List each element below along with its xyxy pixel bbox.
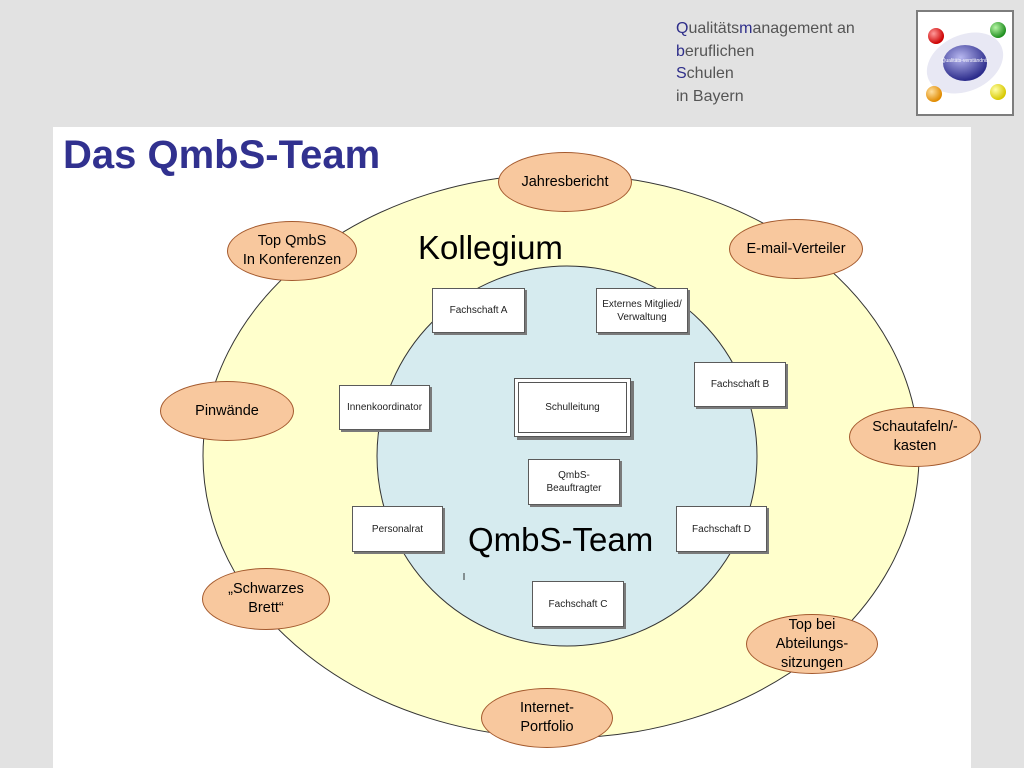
header-text: Qualitätsmanagement an beruflichen Schul… — [676, 18, 855, 108]
page-title: Das QmbS-Team — [63, 133, 381, 177]
box-schulleitung-label: Schulleitung — [545, 402, 600, 413]
oval-top-konferenzen-label: Top QmbS In Konferenzen — [242, 233, 342, 268]
header-line-3: Schulen — [676, 65, 734, 82]
oval-pinwaende: Pinwände — [160, 381, 294, 441]
oval-email-verteiler-label: E-mail-Verteiler — [746, 240, 846, 257]
oval-top-abteilung: Top bei Abteilungs- sitzungen — [746, 614, 878, 674]
qmbs-team-circle — [376, 265, 758, 647]
oval-pinwaende-label: Pinwände — [195, 402, 259, 419]
oval-schwarzes-brett-label: „Schwarzes Brett“ — [228, 581, 304, 616]
box-fachschaft-c: Fachschaft C — [532, 581, 624, 627]
box-qmbs-beauftragter-label: QmbS- Beauftragter — [546, 470, 602, 494]
oval-schwarzes-brett: „Schwarzes Brett“ — [202, 568, 330, 630]
box-innenkoordinator: Innenkoordinator — [339, 385, 430, 430]
oval-schautafeln: Schautafeln/- kasten — [849, 407, 981, 467]
box-qmbs-beauftragter: QmbS- Beauftragter — [528, 459, 620, 505]
qmbs-logo: Qualitäts-verständnis — [916, 10, 1014, 116]
oval-jahresbericht-label: Jahresbericht — [521, 173, 609, 190]
box-fachschaft-d-label: Fachschaft D — [692, 523, 751, 535]
box-fachschaft-d: Fachschaft D — [676, 506, 767, 552]
box-externes-mitglied: Externes Mitglied/ Verwaltung — [596, 288, 688, 333]
oval-email-verteiler: E-mail-Verteiler — [729, 219, 863, 279]
qmbs-team-label: QmbS-Team — [468, 521, 654, 558]
oval-jahresbericht: Jahresbericht — [498, 152, 632, 212]
box-externes-mitglied-label: Externes Mitglied/ Verwaltung — [602, 298, 682, 323]
logo-graphic: Qualitäts-verständnis — [926, 22, 1006, 102]
header-line-4: in Bayern — [676, 87, 744, 105]
box-personalrat: Personalrat — [352, 506, 443, 552]
box-innenkoordinator-label: Innenkoordinator — [346, 402, 423, 413]
box-schulleitung: Schulleitung — [514, 378, 631, 437]
logo-center-text: Qualitäts-verständnis — [942, 58, 989, 64]
logo-center-sphere — [943, 45, 987, 81]
oval-internet-portfolio: Internet- Portfolio — [481, 688, 613, 748]
oval-top-abteilung-label: Top bei Abteilungs- sitzungen — [775, 616, 849, 671]
header-line-1: Qualitätsmanagement an — [676, 20, 855, 37]
box-fachschaft-b-label: Fachschaft B — [710, 379, 770, 390]
box-fachschaft-a: Fachschaft A — [432, 288, 525, 333]
box-personalrat-label: Personalrat — [371, 523, 424, 535]
box-fachschaft-a-label: Fachschaft A — [449, 305, 508, 316]
kollegium-label: Kollegium — [418, 229, 563, 266]
oval-top-konferenzen: Top QmbS In Konferenzen — [227, 221, 357, 281]
header-line-2: beruflichen — [676, 42, 755, 60]
box-fachschaft-b: Fachschaft B — [694, 362, 786, 407]
oval-schautafeln-label: Schautafeln/- kasten — [872, 419, 958, 454]
box-fachschaft-c-label: Fachschaft C — [548, 598, 608, 610]
oval-internet-portfolio-label: Internet- Portfolio — [520, 700, 574, 735]
